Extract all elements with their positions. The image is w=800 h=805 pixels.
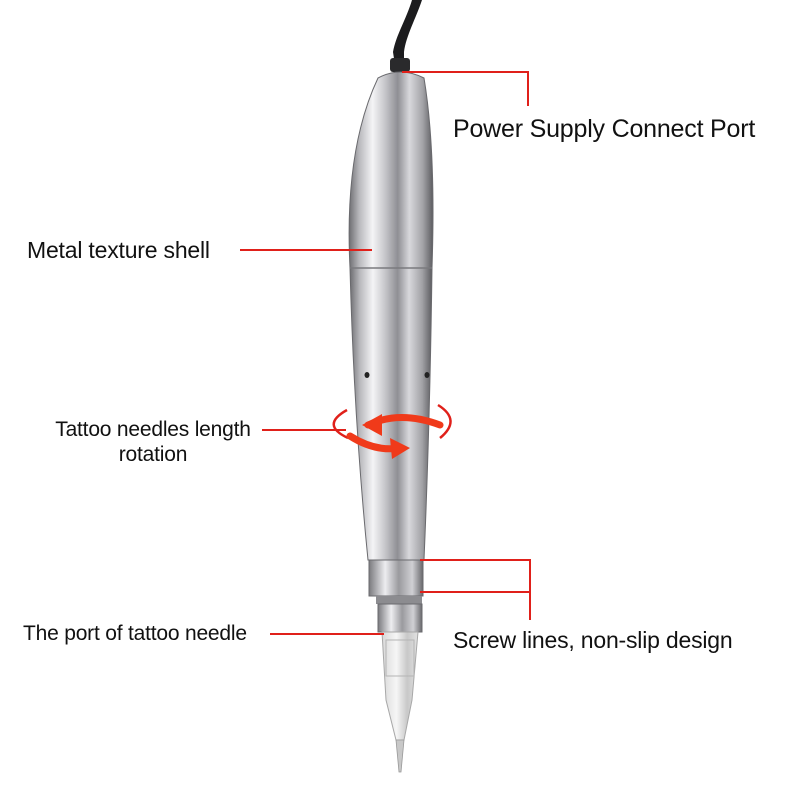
screw-ring-1 <box>368 559 424 597</box>
rotation-arrows <box>332 403 452 459</box>
body-hole-right <box>424 372 430 378</box>
label-power-supply-port: Power Supply Connect Port <box>453 115 756 143</box>
screw-ring-2 <box>376 596 422 604</box>
rotation-arrowhead-left <box>362 414 382 436</box>
screw-ring-3 <box>377 603 423 633</box>
cable-strain-relief <box>390 58 410 72</box>
power-cable <box>393 0 422 72</box>
label-screw-lines: Screw lines, non-slip design <box>453 627 733 653</box>
cartridge-grip <box>385 639 415 677</box>
pen-body-lower <box>349 267 433 561</box>
label-needle-port: The port of tattoo needle <box>23 622 247 645</box>
needle-tip <box>395 739 405 773</box>
needle-cartridge <box>381 631 419 741</box>
body-hole-left <box>364 372 370 378</box>
leader-screw-lines <box>420 559 531 620</box>
leader-power-port <box>402 71 529 106</box>
leader-lines <box>240 71 531 635</box>
label-needle-rotation: Tattoo needles length rotation <box>55 418 251 466</box>
rotation-arrowhead-right <box>390 438 410 459</box>
rotation-ring-outline <box>332 403 452 440</box>
pen-body-upper <box>348 71 434 269</box>
label-metal-shell: Metal texture shell <box>27 237 210 263</box>
